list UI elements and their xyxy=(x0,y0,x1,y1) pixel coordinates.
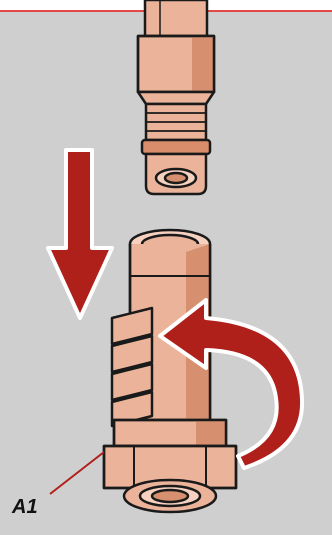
callout-label: A1 xyxy=(12,496,38,519)
upper-plug-part xyxy=(138,0,214,194)
lower-socket-part xyxy=(104,230,236,512)
down-arrow-icon xyxy=(48,150,112,318)
callout-leader-line xyxy=(50,452,104,494)
